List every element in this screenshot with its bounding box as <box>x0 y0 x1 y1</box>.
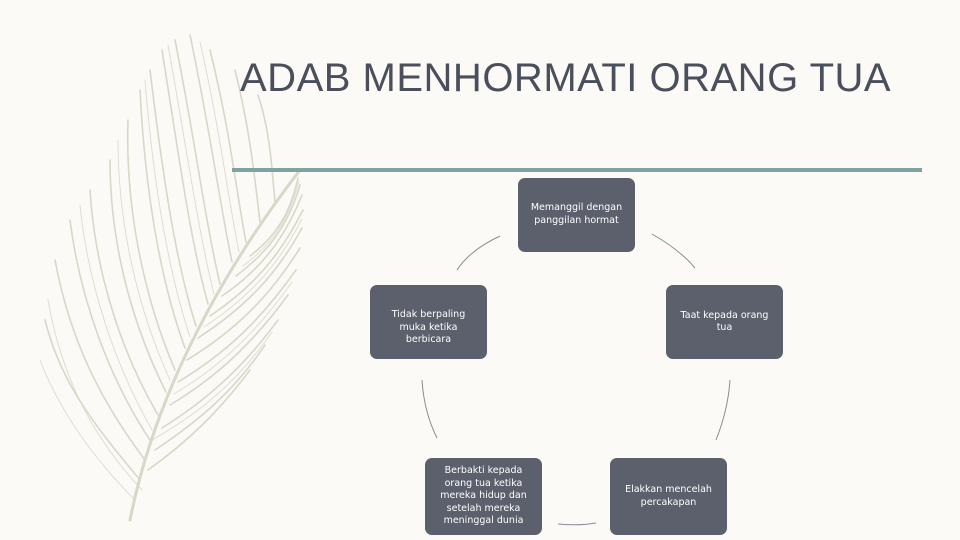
cycle-node-label: Berbakti kepada orang tua ketika mereka … <box>433 465 534 528</box>
cycle-node-label: Taat kepada orang tua <box>674 310 775 335</box>
connector-arc <box>652 234 695 268</box>
connector-arc <box>457 236 500 270</box>
cycle-node-tidak-berpaling: Tidak berpaling muka ketika berbicara <box>370 285 487 359</box>
connector-arc <box>422 380 437 438</box>
connector-arc <box>558 523 596 525</box>
cycle-node-label: Elakkan mencelah percakapan <box>618 484 719 509</box>
cycle-node-elakkan: Elakkan mencelah percakapan <box>610 458 727 535</box>
cycle-node-memanggil: Memanggil dengan panggilan hormat <box>518 178 635 252</box>
cycle-node-label: Memanggil dengan panggilan hormat <box>526 202 627 227</box>
cycle-node-taat: Taat kepada orang tua <box>666 285 783 359</box>
cycle-node-berbakti: Berbakti kepada orang tua ketika mereka … <box>425 458 542 535</box>
cycle-node-label: Tidak berpaling muka ketika berbicara <box>378 309 479 347</box>
connector-arc <box>716 380 730 440</box>
slide-title: ADAB MENHORMATI ORANG TUA <box>240 52 900 104</box>
title-divider <box>232 168 922 172</box>
